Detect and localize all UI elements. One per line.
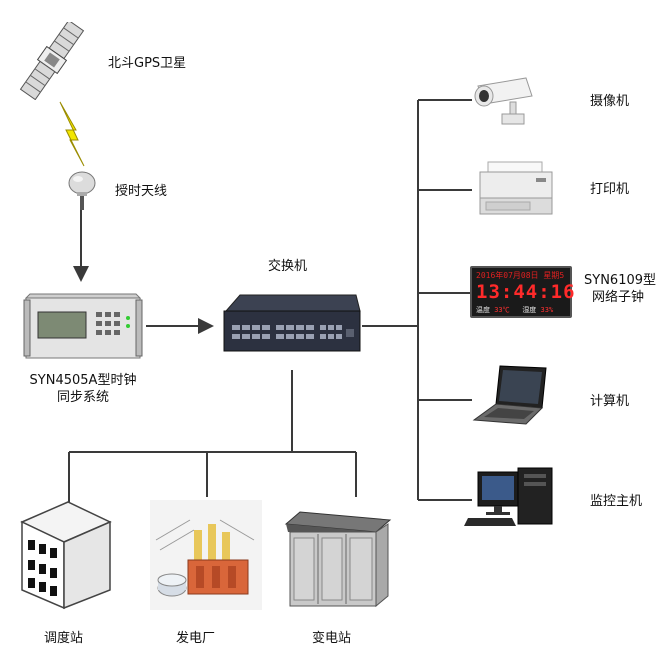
netclock-display: 2016年07月08日 星期5 13:44:16 温度 33℃ 湿度 33%: [470, 266, 575, 318]
camera-icon: [474, 77, 533, 125]
printer-icon: [479, 161, 553, 215]
netclock-label-line2: 网络子钟: [592, 290, 645, 305]
antenna-label: 授时天线: [115, 184, 168, 199]
netclock-temp-value: 33℃: [494, 306, 510, 314]
power-plant-label: 发电厂: [176, 631, 216, 646]
camera-label: 摄像机: [590, 94, 630, 109]
netclock-temp-label: 温度: [476, 306, 490, 314]
netclock-time: 13:44:16: [476, 281, 576, 303]
antenna-icon: [68, 171, 96, 210]
power-plant-icon: [150, 500, 262, 610]
netclock-label: SYN6109型 网络子钟: [584, 272, 656, 306]
desktop-icon: [464, 467, 553, 526]
sync-system-label: SYN4505A型时钟 同步系统: [18, 372, 148, 406]
satellite-icon: [19, 22, 85, 100]
sync-system-label-line1: SYN4505A型时钟: [29, 373, 137, 388]
netclock-humidity-value: 33%: [540, 306, 554, 314]
sync-system-icon: [23, 293, 143, 359]
sync-system-label-line2: 同步系统: [56, 390, 109, 405]
printer-label: 打印机: [590, 182, 630, 197]
netclock-label-line1: SYN6109型: [584, 273, 657, 288]
dispatch-label: 调度站: [44, 631, 84, 646]
switch-label: 交换机: [268, 259, 308, 274]
netclock-env-row: 温度 33℃ 湿度 33%: [476, 305, 553, 315]
monitor-host-label: 监控主机: [590, 494, 643, 509]
netclock-humidity-label: 湿度: [522, 306, 537, 314]
switch-icon: [223, 294, 361, 352]
substation-icon: [284, 511, 392, 608]
dispatch-building-icon: [20, 501, 112, 610]
computer-label: 计算机: [590, 394, 630, 409]
satellite-label: 北斗GPS卫星: [108, 56, 187, 71]
lightning-icon: [59, 101, 85, 167]
netclock-date-row: 2016年07月08日 星期5: [476, 271, 565, 280]
laptop-icon: [472, 365, 547, 425]
substation-label: 变电站: [312, 631, 352, 646]
